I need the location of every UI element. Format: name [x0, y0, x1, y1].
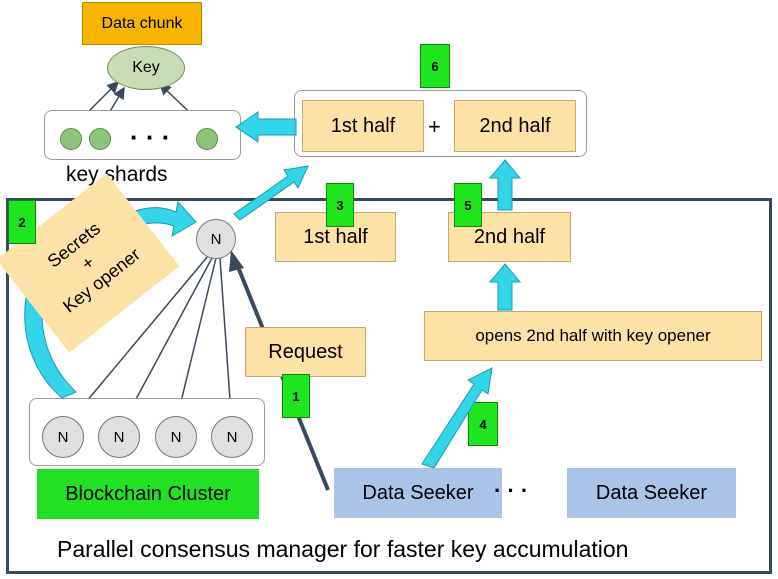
node-arrow-3 — [174, 257, 217, 416]
step-badge-3: 3 — [326, 183, 354, 227]
data-chunk-label: Data chunk — [101, 14, 183, 32]
node-arrow-1 — [75, 255, 209, 416]
key-shards-label: key shards — [66, 163, 168, 186]
node-arrow-2 — [127, 257, 213, 416]
opens-box: opens 2nd half with key opener — [424, 311, 762, 361]
arrow-opens-to-second — [488, 263, 522, 311]
combined-first-half: 1st half — [302, 100, 424, 152]
cluster-node-4: N — [211, 416, 253, 458]
key-label: Key — [132, 59, 160, 76]
step-badge-2: 2 — [8, 200, 36, 244]
cluster-node-1: N — [42, 416, 84, 458]
step-badge-1: 1 — [282, 374, 310, 418]
plus-sign: + — [428, 114, 441, 139]
arrow-seeker-to-opens — [421, 367, 493, 469]
key-ellipse: Key — [107, 46, 185, 90]
request-box: Request — [245, 327, 366, 377]
shard-1 — [60, 128, 82, 150]
cluster-node-2: N — [98, 416, 140, 458]
data-chunk-box: Data chunk — [82, 2, 202, 45]
seeker-ellipsis: · · · — [494, 478, 529, 503]
arrow-node-to-combined — [233, 165, 309, 221]
shard-3 — [196, 128, 218, 150]
blockchain-cluster-label: Blockchain Cluster — [37, 469, 259, 519]
request-arrowhead — [229, 250, 244, 272]
data-seeker-1: Data Seeker — [334, 468, 502, 518]
step-badge-4: 4 — [468, 402, 498, 446]
diagram-caption: Parallel consensus manager for faster ke… — [57, 536, 629, 562]
cluster-node-3: N — [155, 416, 197, 458]
main-frame — [6, 198, 772, 574]
data-seeker-2: Data Seeker — [567, 468, 736, 518]
combined-second-half: 2nd half — [454, 100, 576, 152]
shard-ellipsis: · · · — [130, 122, 171, 152]
arrow-to-shards — [235, 111, 297, 143]
shard-2 — [89, 128, 111, 150]
node-arrow-4 — [219, 257, 237, 416]
top-node: N — [196, 219, 236, 259]
second-half-box: 2nd half — [448, 212, 571, 262]
step-badge-6: 6 — [420, 44, 450, 88]
arrow-second-to-combined — [488, 159, 522, 211]
step-badge-5: 5 — [454, 183, 482, 227]
